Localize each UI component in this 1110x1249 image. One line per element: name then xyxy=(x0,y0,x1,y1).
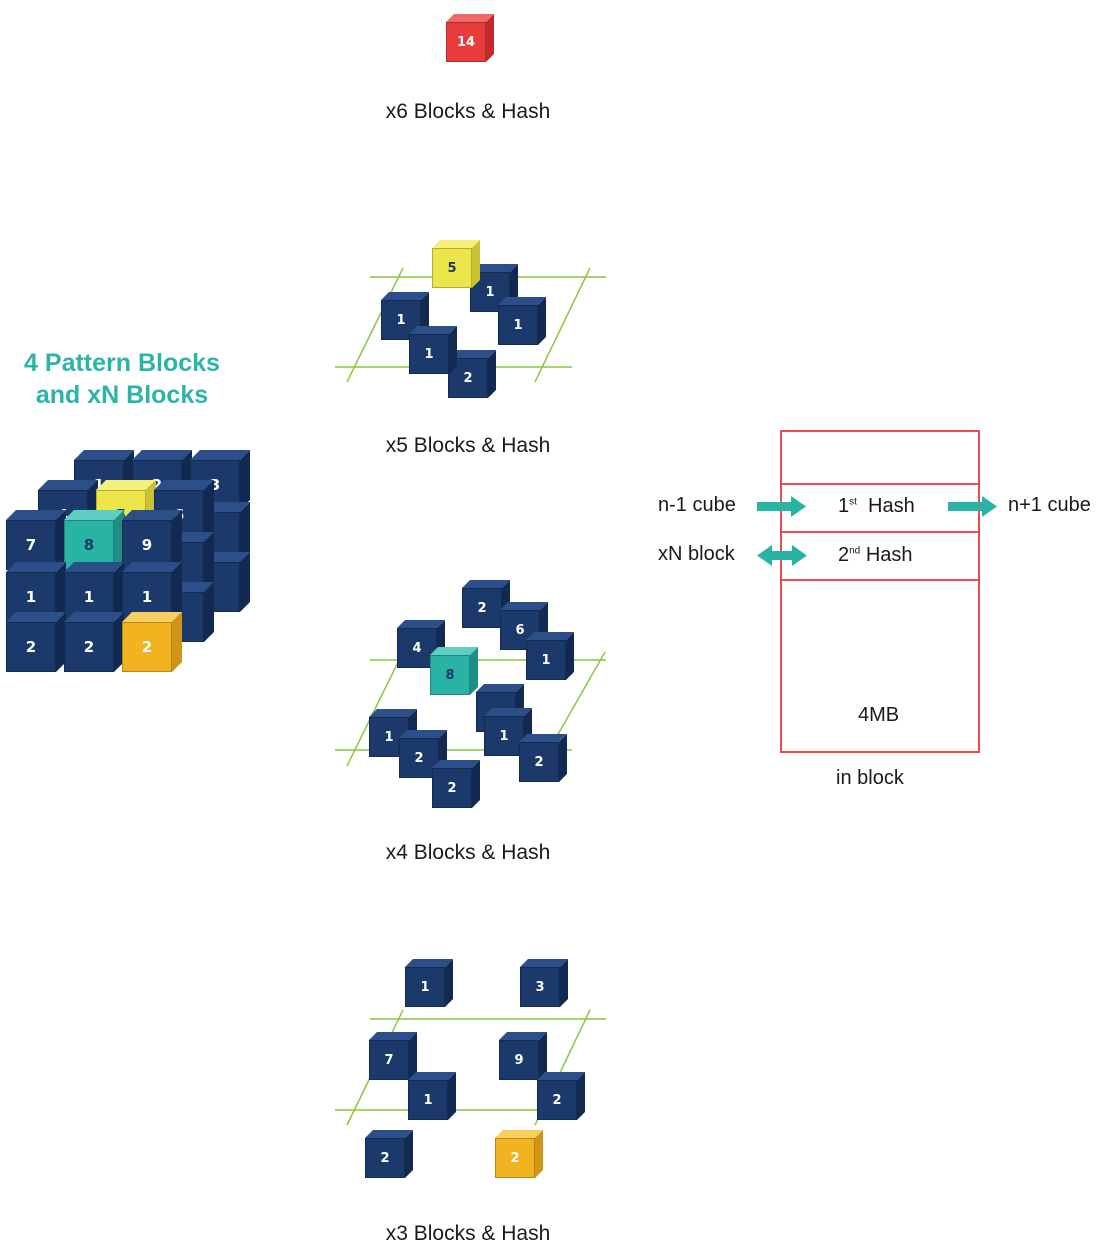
block-divider xyxy=(782,531,978,533)
big-cube-front-7: 7 xyxy=(6,510,66,570)
right-arrow-icon xyxy=(948,496,997,517)
x5-cube: 1 xyxy=(498,297,546,345)
x3-cube-orange: 2 xyxy=(495,1130,543,1178)
caption-x5: x5 Blocks & Hash xyxy=(385,434,551,457)
x3-cube: 3 xyxy=(520,959,568,1007)
heading-line-1: 4 Pattern Blocks xyxy=(24,349,220,377)
caption-x4: x4 Blocks & Hash xyxy=(385,841,551,864)
big-cube-front-bottom-2: 2 xyxy=(64,612,124,672)
x5-cube-yellow: 5 xyxy=(432,240,480,288)
second-hash-label: 2nd Hash xyxy=(838,544,913,566)
block-divider xyxy=(782,483,978,485)
big-cube-front-bottom-3: 2 xyxy=(122,612,182,672)
right-arrow-icon xyxy=(757,496,806,517)
pattern-heading: 4 Pattern Blocks and xN Blocks xyxy=(24,347,220,411)
n-minus-1-cube-label: n-1 cube xyxy=(658,494,736,516)
x6-cube-label: 14 xyxy=(446,22,486,62)
big-cube-front-8: 8 xyxy=(64,510,124,570)
block-size-label: 4MB xyxy=(858,704,900,726)
block-divider xyxy=(782,579,978,581)
n-plus-1-cube-label: n+1 cube xyxy=(1008,494,1091,516)
block-diagram: 1st Hash 2nd Hash 4MB xyxy=(780,430,980,753)
x4-cube: 2 xyxy=(519,734,567,782)
x4-cube: 1 xyxy=(484,708,532,756)
x3-cube: 7 xyxy=(369,1032,417,1080)
first-hash-label: 1st Hash xyxy=(838,495,915,517)
double-arrow-icon xyxy=(757,545,807,566)
x3-cube: 2 xyxy=(365,1130,413,1178)
x3-cube: 1 xyxy=(405,959,453,1007)
xn-block-label: xN block xyxy=(658,543,735,565)
x5-cube: 1 xyxy=(409,326,457,374)
x3-cube: 9 xyxy=(499,1032,547,1080)
x3-cube: 2 xyxy=(537,1072,585,1120)
big-cube-front-bottom-1: 2 xyxy=(6,612,66,672)
x6-cube: 14 xyxy=(446,14,494,62)
x4-cube: 2 xyxy=(399,730,447,778)
x4-cube-teal: 8 xyxy=(430,647,478,695)
caption-x3: x3 Blocks & Hash xyxy=(385,1222,551,1245)
x5-cube: 1 xyxy=(381,292,429,340)
heading-line-2: and xN Blocks xyxy=(35,381,209,409)
x4-cube: 1 xyxy=(526,632,574,680)
in-block-caption: in block xyxy=(836,767,904,789)
x3-cube: 1 xyxy=(408,1072,456,1120)
caption-x6: x6 Blocks & Hash xyxy=(385,100,551,123)
x4-cube: 2 xyxy=(432,760,480,808)
